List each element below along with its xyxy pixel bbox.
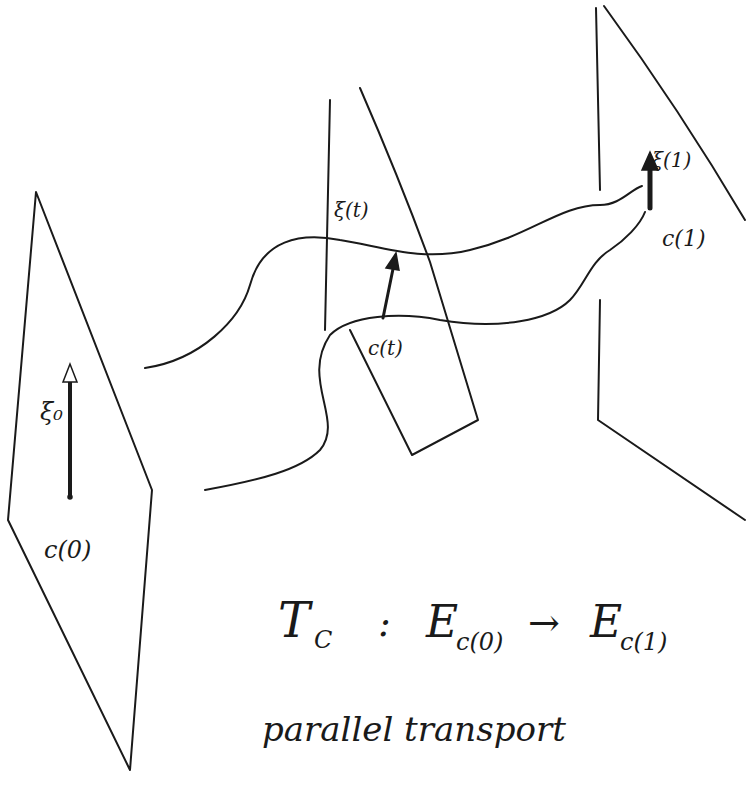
space-symbol: E	[426, 600, 458, 644]
vector-xi1	[648, 166, 653, 208]
point-label: c(1)	[662, 228, 705, 250]
space-subscript: c(0)	[456, 630, 503, 654]
transported-vector-curve	[145, 186, 642, 368]
vector-xi0	[68, 378, 72, 495]
map-subscript: C	[314, 628, 332, 652]
arrowhead	[386, 253, 399, 270]
fiber-plane	[325, 88, 478, 455]
fiber-plane	[596, 6, 745, 520]
formula-colon: :	[378, 604, 391, 642]
space-symbol: E	[590, 600, 622, 644]
base-curve	[205, 212, 645, 490]
point-label: c(0)	[44, 538, 91, 562]
formula-arrow: →	[528, 604, 560, 642]
map-symbol: T	[278, 596, 310, 644]
vector-label: ξ(t)	[334, 200, 369, 220]
base-point	[68, 495, 72, 499]
arrowhead	[63, 364, 77, 382]
vector-xit	[383, 264, 394, 318]
point-label: c(t)	[368, 338, 403, 358]
vector-label: ξ(1)	[652, 150, 691, 170]
caption-text: parallel transport	[262, 712, 566, 746]
space-subscript: c(1)	[620, 630, 667, 654]
vector-label: ξ₀	[40, 400, 63, 424]
fiber-plane	[8, 192, 152, 770]
